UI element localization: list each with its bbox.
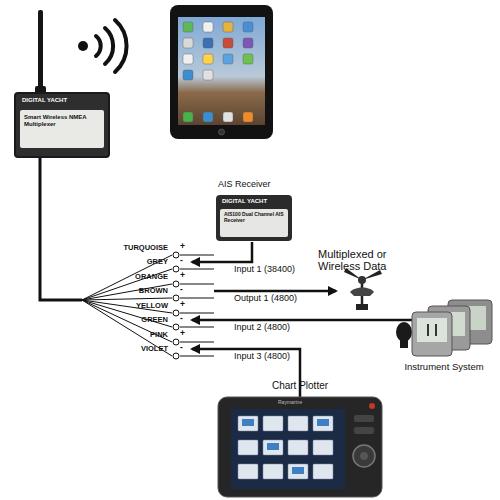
polarity-sign: + bbox=[180, 329, 192, 338]
brand-logo: DIGITAL YACHT bbox=[22, 97, 82, 104]
device-name: Smart Wireless NMEA Multiplexer bbox=[24, 114, 100, 127]
wire-color-label: BROWN bbox=[96, 287, 168, 295]
port-label: Input 2 (4800) bbox=[234, 323, 324, 333]
ais-receiver-box: AIS ReceiverDIGITAL YACHT AIS100 Dual Cha… bbox=[214, 180, 296, 244]
wire-harness bbox=[40, 158, 214, 356]
polarity-sign: - bbox=[180, 285, 192, 294]
port-label: Output 1 (4800) bbox=[234, 294, 324, 304]
wire-color-label: YELLOW bbox=[96, 302, 168, 310]
wire-color-label: ORANGE bbox=[96, 273, 168, 281]
brand-logo: DIGITAL YACHT bbox=[222, 198, 288, 205]
device-name: AIS100 Dual Channel AIS Receiver bbox=[224, 212, 286, 223]
device-heading: AIS Receiver bbox=[218, 180, 296, 190]
wire-color-label: GREEN bbox=[96, 316, 168, 324]
wire-color-label: VIOLET bbox=[96, 345, 168, 353]
tablet-illustration bbox=[170, 5, 273, 139]
wire-terminal bbox=[173, 252, 179, 359]
wire-color-label: PINK bbox=[96, 331, 168, 339]
chart-plotter: Chart PlotterRaymarine bbox=[218, 380, 382, 498]
antenna bbox=[35, 10, 46, 94]
wire-color-label: GREY bbox=[96, 258, 168, 266]
polarity-sign: + bbox=[180, 271, 192, 280]
polarity-sign: - bbox=[180, 343, 192, 352]
device-heading: Chart Plotter bbox=[218, 380, 382, 391]
wifi-symbol bbox=[78, 20, 127, 72]
polarity-sign: - bbox=[180, 256, 192, 265]
polarity-sign: + bbox=[180, 300, 192, 309]
brand-logo: Raymarine bbox=[278, 400, 338, 406]
instrument-system: Instrument System bbox=[390, 360, 498, 376]
polarity-sign: + bbox=[180, 242, 192, 251]
wire-color-label: TURQUOISE bbox=[96, 244, 168, 252]
chart-plotter-illustration bbox=[218, 397, 382, 497]
output-description: Multiplexed or Wireless Data bbox=[318, 248, 428, 272]
multiplexer-box: DIGITAL YACHT Smart Wireless NMEA Multipl… bbox=[14, 92, 110, 158]
port-label: Input 1 (38400) bbox=[234, 265, 324, 275]
signal-arrow bbox=[192, 242, 428, 397]
instrument-illustration bbox=[344, 268, 492, 356]
port-label: Input 3 (4800) bbox=[234, 352, 324, 362]
device-heading: Instrument System bbox=[390, 362, 498, 372]
polarity-sign: - bbox=[180, 314, 192, 323]
